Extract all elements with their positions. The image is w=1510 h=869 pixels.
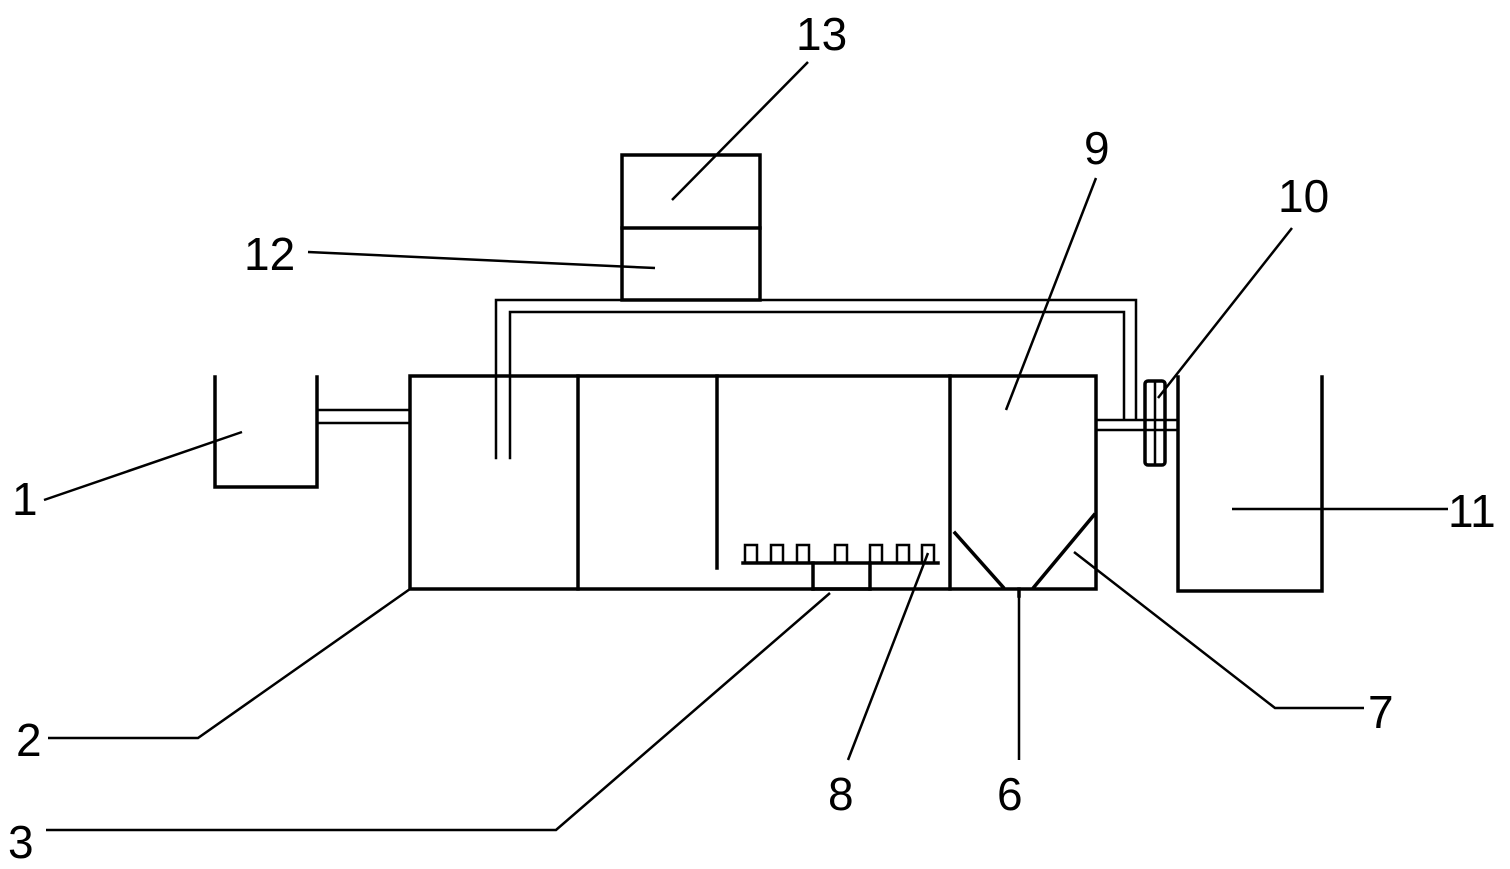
inlet-pipe bbox=[315, 408, 412, 425]
aeration-diffuser-8 bbox=[741, 543, 940, 591]
settling-hopper bbox=[952, 512, 1097, 598]
leader-12 bbox=[307, 250, 656, 270]
label-13: 13 bbox=[796, 8, 847, 60]
label-3: 3 bbox=[8, 816, 34, 868]
label-9: 9 bbox=[1084, 122, 1110, 174]
label-12: 12 bbox=[244, 228, 295, 280]
leader-3 bbox=[46, 592, 831, 832]
label-1: 1 bbox=[12, 473, 38, 525]
leader-1 bbox=[43, 430, 243, 502]
label-6: 6 bbox=[997, 768, 1023, 820]
label-10: 10 bbox=[1278, 170, 1329, 222]
label-8: 8 bbox=[828, 768, 854, 820]
leader-10 bbox=[1157, 227, 1293, 399]
outlet-tank-11 bbox=[1176, 375, 1324, 593]
label-2: 2 bbox=[16, 714, 42, 766]
label-11: 11 bbox=[1448, 485, 1496, 537]
inlet-tank-1 bbox=[213, 375, 319, 489]
main-tank bbox=[408, 374, 1098, 591]
leader-lines bbox=[43, 61, 1448, 832]
leader-9 bbox=[1004, 177, 1098, 411]
return-pipe bbox=[494, 298, 1138, 460]
dosing-unit bbox=[620, 153, 762, 302]
leader-8 bbox=[846, 552, 930, 761]
valve-10 bbox=[1143, 379, 1167, 467]
part-labels: 1 2 3 6 7 8 9 10 11 12 13 bbox=[8, 8, 1496, 868]
leader-7 bbox=[1073, 551, 1364, 710]
label-7: 7 bbox=[1368, 686, 1394, 738]
leader-2 bbox=[48, 587, 411, 740]
leader-13 bbox=[671, 61, 809, 201]
